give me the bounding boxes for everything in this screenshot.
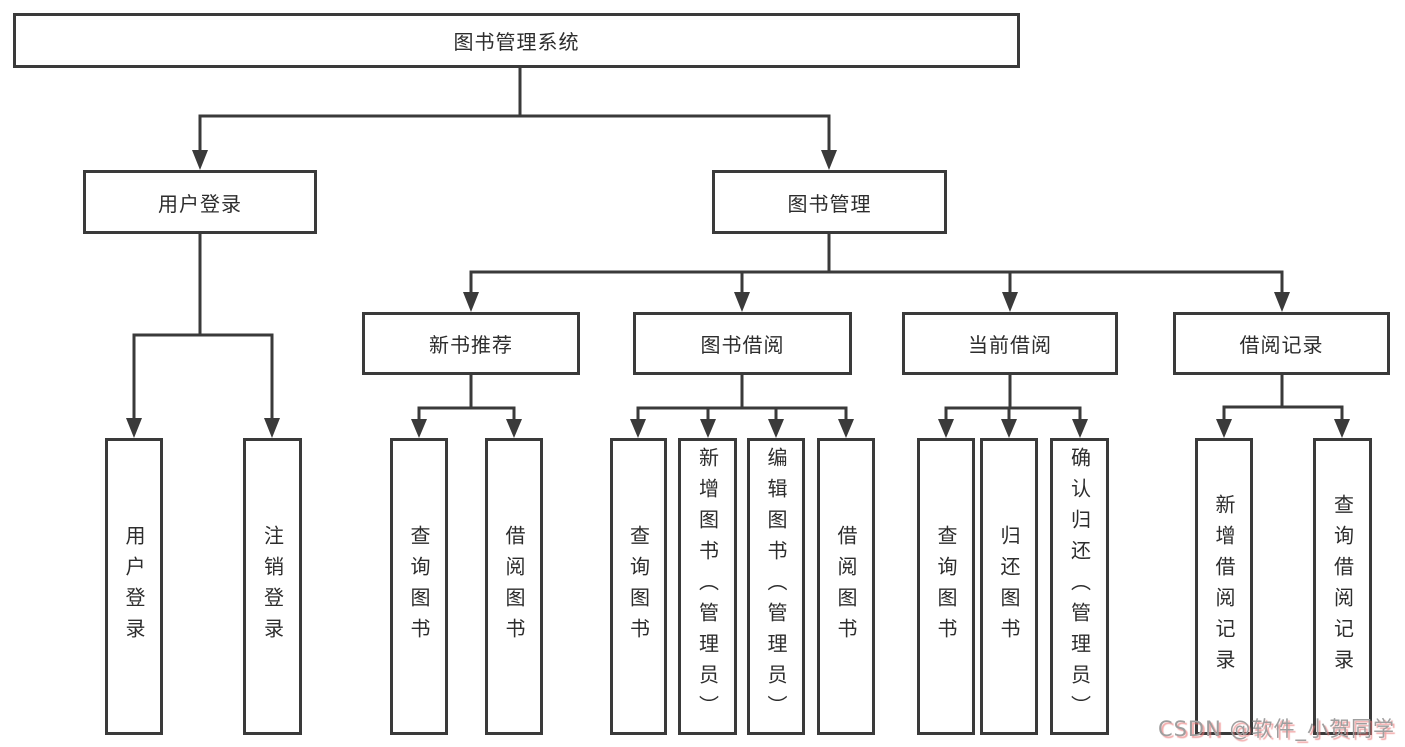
connector-new-books-children (411, 375, 522, 438)
node-current-borrowing: 当前借阅 (902, 312, 1118, 375)
connector-book-management-children (463, 234, 1290, 312)
leaf-newbooks-query: 查询图书 (390, 438, 448, 735)
leaf-logout: 注销登录 (243, 438, 302, 735)
connector-current-borrowing-children (938, 375, 1088, 438)
node-book-borrowing: 图书借阅 (633, 312, 852, 375)
connector-user-login-children (126, 234, 280, 438)
node-root: 图书管理系统 (13, 13, 1020, 68)
leaf-bookborrow-add: 新增图书（管理员） (678, 438, 737, 735)
leaf-current-return: 归还图书 (980, 438, 1038, 735)
node-borrowing-records: 借阅记录 (1173, 312, 1390, 375)
leaf-current-query: 查询图书 (917, 438, 975, 735)
connector-borrowing-records-children (1216, 375, 1350, 438)
leaf-user-login: 用户登录 (105, 438, 163, 735)
leaf-records-add: 新增借阅记录 (1195, 438, 1253, 735)
csdn-watermark: CSDN @软件_小贺同学 (1157, 717, 1395, 741)
connector-root-to-level2 (192, 68, 837, 170)
leaf-bookborrow-borrow: 借阅图书 (817, 438, 875, 735)
node-new-books: 新书推荐 (362, 312, 580, 375)
leaf-records-query: 查询借阅记录 (1313, 438, 1372, 735)
leaf-current-confirm: 确认归还（管理员） (1050, 438, 1109, 735)
leaf-bookborrow-query: 查询图书 (610, 438, 667, 735)
node-user-login: 用户登录 (83, 170, 317, 234)
node-book-management: 图书管理 (712, 170, 947, 234)
leaf-newbooks-borrow: 借阅图书 (485, 438, 543, 735)
connector-book-borrowing-children (630, 375, 854, 438)
leaf-bookborrow-edit: 编辑图书（管理员） (747, 438, 805, 735)
